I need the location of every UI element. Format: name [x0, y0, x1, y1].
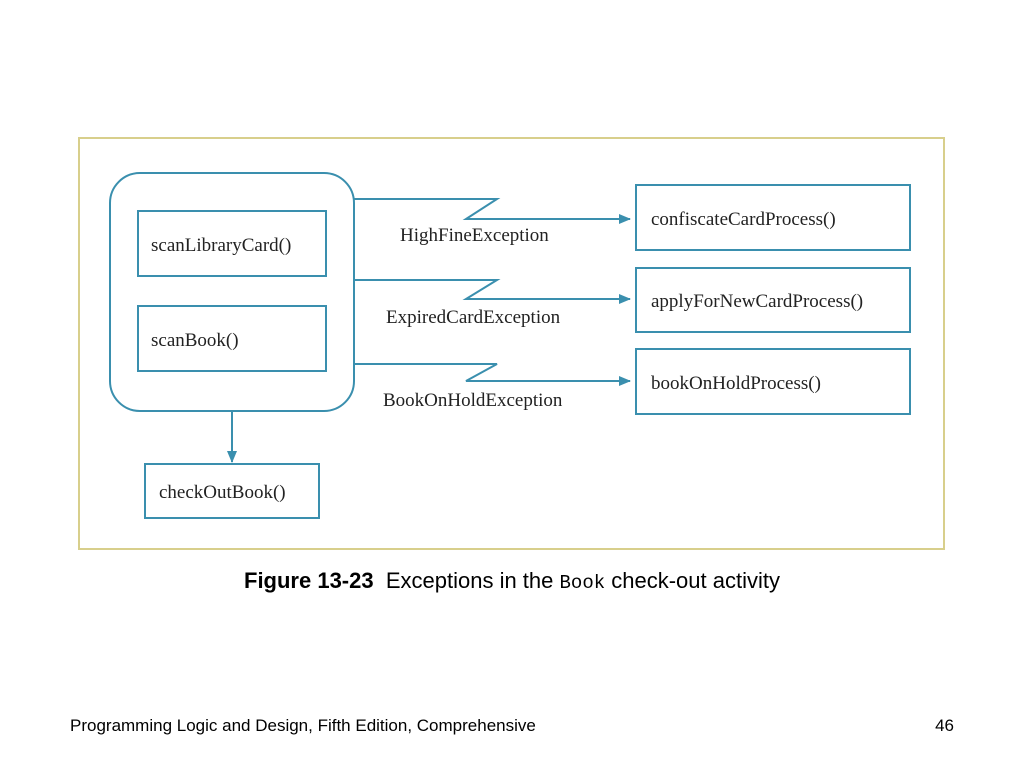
- activity-container: [109, 172, 355, 412]
- high-fine-exception-arrow: [354, 198, 631, 224]
- footer-title: Programming Logic and Design, Fifth Edit…: [70, 716, 536, 735]
- expired-card-exception-label: ExpiredCardException: [386, 307, 561, 328]
- scan-book-label: scanBook(): [151, 330, 239, 351]
- high-fine-exception-label: HighFineException: [400, 225, 549, 246]
- figure-number: Figure 13-23: [244, 568, 374, 593]
- expired-card-exception-arrow: [354, 279, 631, 304]
- check-out-book-box: [144, 463, 320, 519]
- caption-code: Book: [559, 572, 606, 594]
- book-on-hold-process-box: [635, 348, 911, 415]
- check-out-book-label: checkOutBook(): [159, 482, 286, 503]
- book-on-hold-process-label: bookOnHoldProcess(): [651, 373, 821, 394]
- apply-for-new-card-process-box: [635, 267, 911, 333]
- caption-text-before: Exceptions in the: [385, 568, 554, 593]
- scan-library-card-label: scanLibraryCard(): [151, 235, 291, 256]
- scan-book-box: [137, 305, 327, 372]
- book-on-hold-exception-arrow: [354, 363, 631, 386]
- confiscate-card-process-box: [635, 184, 911, 251]
- figure-caption: Figure 13-23 Exceptions in the Book chec…: [0, 568, 1024, 594]
- apply-for-new-card-process-label: applyForNewCardProcess(): [651, 291, 863, 312]
- book-on-hold-exception-label: BookOnHoldException: [383, 390, 563, 411]
- page-number: 46: [935, 716, 954, 735]
- figure-frame: [78, 137, 945, 550]
- scan-library-card-box: [137, 210, 327, 277]
- caption-text-after: check-out activity: [611, 568, 780, 593]
- confiscate-card-process-label: confiscateCardProcess(): [651, 209, 836, 230]
